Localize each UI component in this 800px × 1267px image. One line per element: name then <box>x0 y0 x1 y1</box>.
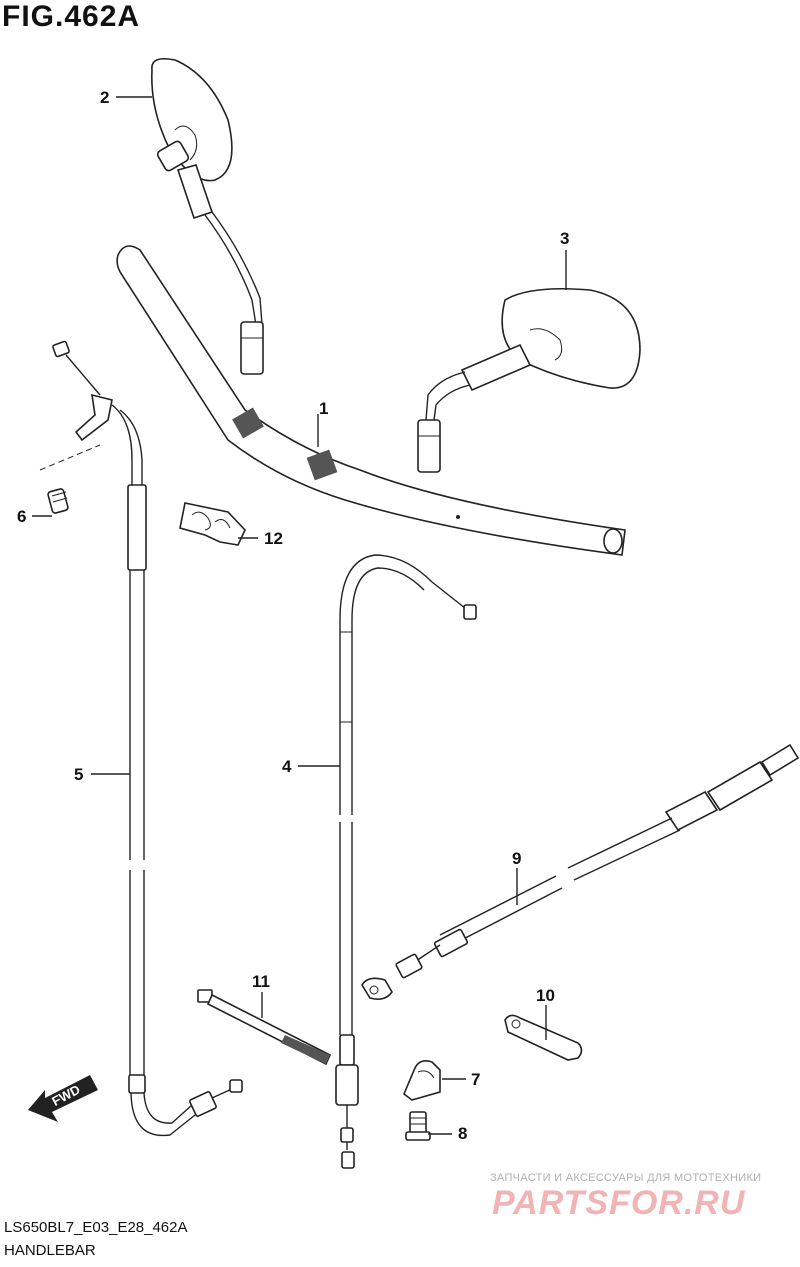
callout-2: 2 <box>100 88 109 107</box>
callout-9: 9 <box>512 849 521 868</box>
callout-8: 8 <box>458 1124 467 1143</box>
part-12-clamp[interactable] <box>179 502 246 546</box>
leader-lines <box>32 96 567 1135</box>
callout-7: 7 <box>471 1070 480 1089</box>
part-3-right-mirror[interactable] <box>417 287 641 473</box>
part-2-left-mirror[interactable] <box>151 57 264 375</box>
diagram-code: LS650BL7_E03_E28_462A <box>4 1219 188 1236</box>
callout-4: 4 <box>282 757 292 776</box>
part-10-bracket[interactable] <box>504 1014 583 1061</box>
callout-3: 3 <box>560 229 569 248</box>
fwd-arrow-icon: FWD <box>28 1075 98 1122</box>
part-5-throttle-cable[interactable] <box>52 340 243 1137</box>
callout-11: 11 <box>252 972 270 991</box>
watermark-logo: PARTSFOR.RU <box>492 1184 746 1222</box>
part-9-clutch-cable[interactable] <box>361 743 800 1000</box>
part-6-screw[interactable] <box>39 444 101 514</box>
callout-6: 6 <box>17 507 26 526</box>
figure-title: FIG.462A <box>2 0 141 33</box>
callout-5: 5 <box>74 765 83 784</box>
callout-10: 10 <box>536 986 555 1005</box>
section-name: HANDLEBAR <box>4 1242 96 1259</box>
callout-1: 1 <box>319 399 328 418</box>
part-11-cable-tie[interactable] <box>197 989 332 1066</box>
watermark-tagline: ЗАПЧАСТИ И АКСЕССУАРЫ ДЛЯ МОТОТЕХНИКИ <box>490 1172 762 1184</box>
part-4-brake-cable[interactable] <box>335 554 477 1169</box>
part-7-cable-holder[interactable] <box>403 1060 441 1101</box>
part-1-handlebar[interactable] <box>116 245 626 556</box>
callout-12: 12 <box>264 529 283 548</box>
part-8-bolt[interactable] <box>405 1111 431 1141</box>
